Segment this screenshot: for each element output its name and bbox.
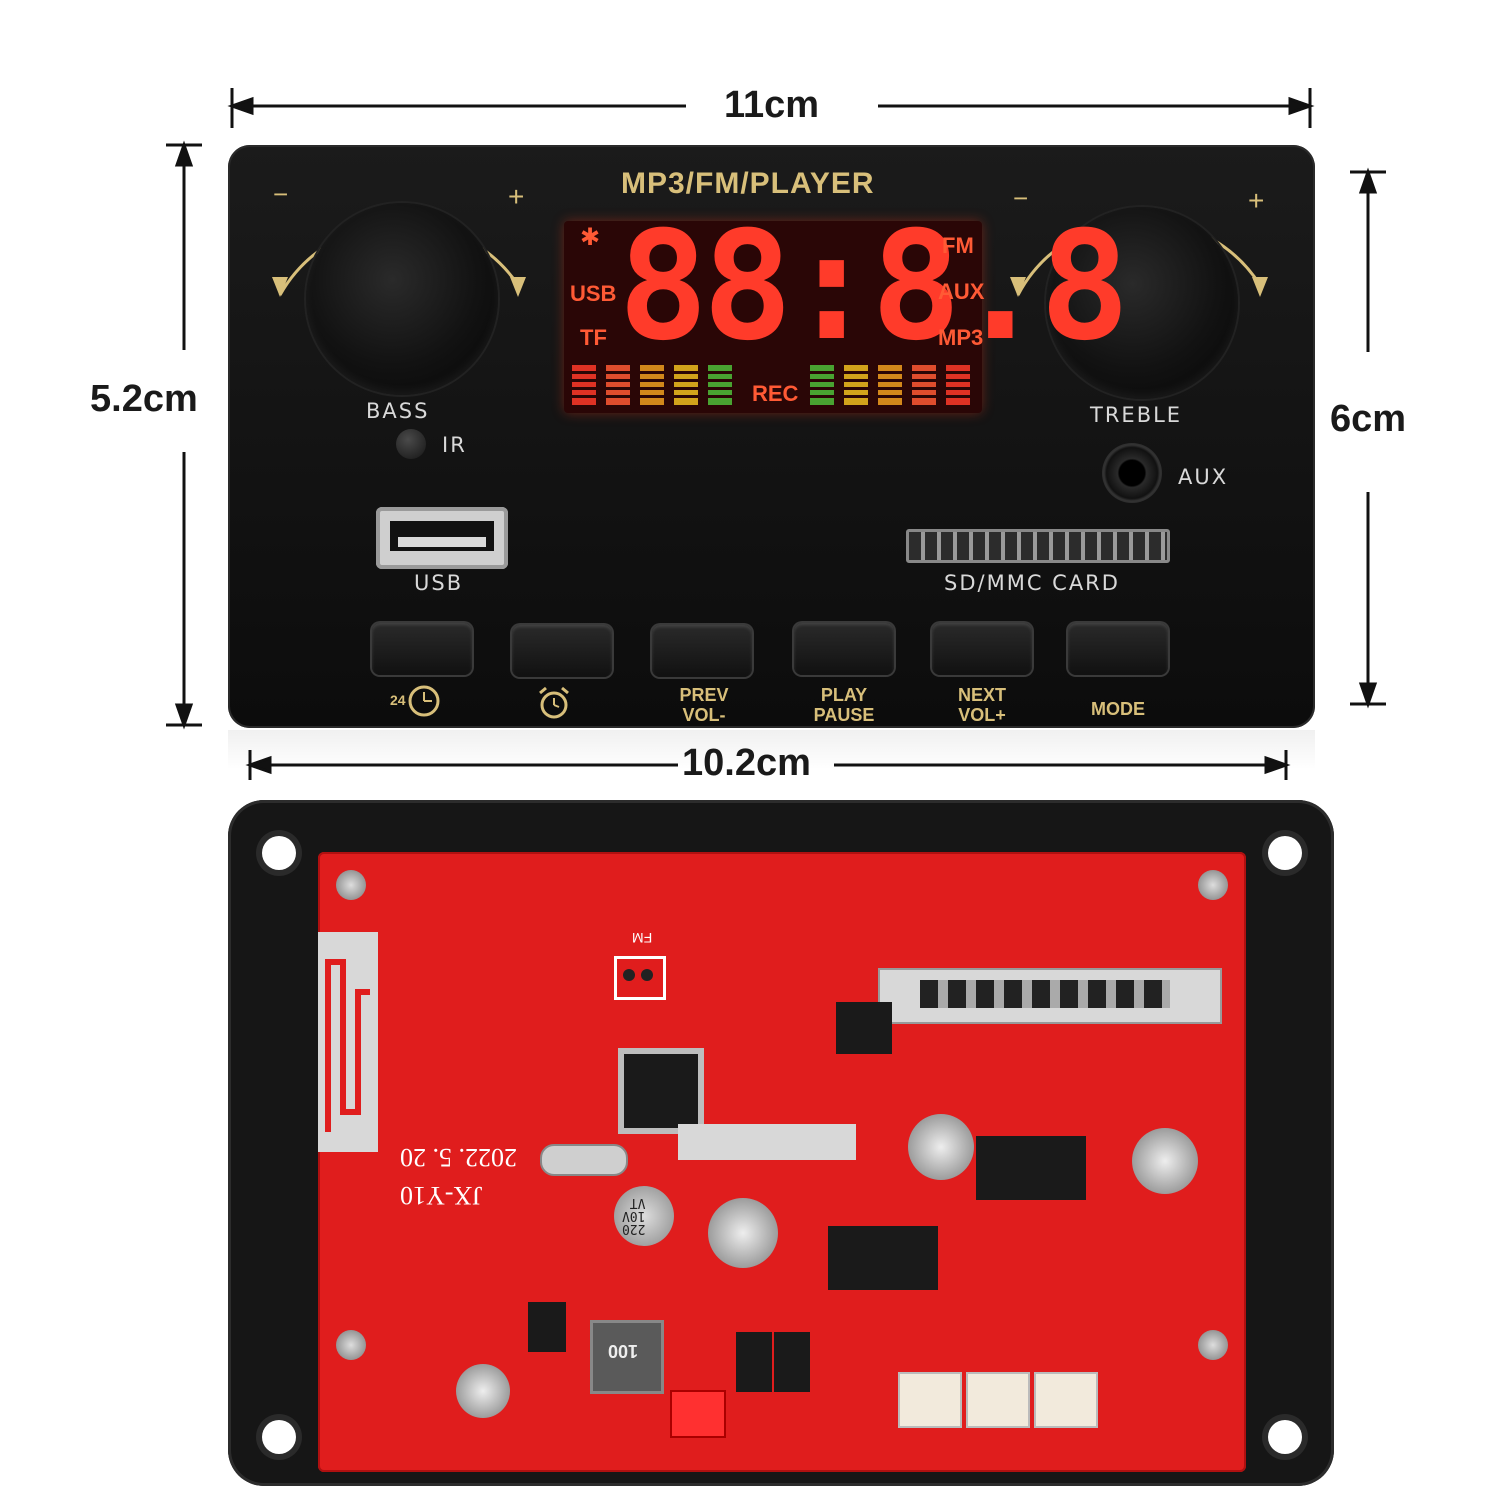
bottom-width-label: 10.2cm xyxy=(682,742,811,785)
front-panel: MP3/FM/PLAYER − + − + BASS TREBLE IR AUX… xyxy=(228,145,1315,728)
bass-plus: + xyxy=(508,181,525,212)
pcb-board: FM 220 10V VT 100 2022. 5. xyxy=(318,852,1246,1472)
amp-ic-2 xyxy=(828,1226,938,1290)
sd-socket xyxy=(878,968,1222,1024)
capacitor-3 xyxy=(908,1114,974,1180)
inductor xyxy=(590,1320,664,1394)
clock-24h-button[interactable] xyxy=(372,623,472,675)
usb-label: USB xyxy=(414,571,464,595)
lcd-digits: 88:8.8 xyxy=(618,200,1130,374)
left-height-label: 5.2cm xyxy=(90,378,198,420)
capacitor-220uf xyxy=(614,1186,674,1246)
lcd-fm-indicator: FM xyxy=(942,233,974,258)
aux-jack[interactable] xyxy=(1102,443,1162,503)
right-height-label: 6cm xyxy=(1330,398,1407,440)
speaker-connector-1 xyxy=(898,1372,962,1428)
fm-connector xyxy=(614,956,666,1000)
prev-vol-label: PREV VOL- xyxy=(679,685,729,725)
left-height-arrow xyxy=(166,140,202,730)
bluetooth-icon: ✱ xyxy=(580,224,601,251)
screw-top-right xyxy=(1198,870,1228,900)
mount-hole-top-left xyxy=(262,836,296,870)
main-ic-chip xyxy=(618,1048,704,1134)
sd-label: SD/MMC CARD xyxy=(944,571,1120,595)
lcd-mp3-indicator: MP3 xyxy=(938,325,984,350)
amp-ic-1 xyxy=(976,1136,1086,1200)
ic-u1 xyxy=(836,1002,892,1054)
crystal-oscillator xyxy=(540,1144,628,1176)
antenna-trace xyxy=(318,932,378,1152)
next-vol-label: NEXT VOL+ xyxy=(957,685,1006,725)
lcd-tf-indicator: TF xyxy=(580,325,607,350)
bass-label: BASS xyxy=(366,399,430,423)
lcd-usb-indicator: USB xyxy=(570,281,617,306)
capacitor-4 xyxy=(1132,1128,1198,1194)
speaker-connector-3 xyxy=(1034,1372,1098,1428)
bass-minus: − xyxy=(273,179,289,209)
pcb-model-silkscreen: JX-Y10 xyxy=(400,1181,483,1210)
pcb-date-silkscreen: 2022. 5. 20 xyxy=(400,1143,517,1172)
pin-header xyxy=(678,1124,856,1160)
screw-top-left xyxy=(336,870,366,900)
treble-minus: − xyxy=(1013,183,1029,213)
screw-bottom-right xyxy=(1198,1330,1228,1360)
top-width-arrow xyxy=(227,88,1315,128)
capacitor-2 xyxy=(708,1198,778,1268)
spectrum-bars xyxy=(564,365,982,405)
power-connector xyxy=(670,1390,726,1438)
play-pause-label: PLAY PAUSE xyxy=(813,685,875,725)
rear-frame: FM 220 10V VT 100 2022. 5. xyxy=(228,800,1334,1486)
panel-reflection xyxy=(228,730,1315,770)
lcd-display: ✱ USB TF 88:8.8 FM AUX MP3 xyxy=(564,207,1130,413)
diode-1 xyxy=(736,1332,772,1392)
usb-port[interactable] xyxy=(376,507,508,569)
diode-2 xyxy=(774,1332,810,1392)
treble-label: TREBLE xyxy=(1090,403,1183,427)
mount-hole-bottom-left xyxy=(262,1420,296,1454)
treble-knob[interactable] xyxy=(1046,207,1238,399)
clock-24h-icon: 24 xyxy=(390,685,440,717)
regulator-ic xyxy=(528,1302,566,1352)
panel-title: MP3/FM/PLAYER xyxy=(621,167,875,200)
capacitor-label: 220 10V VT xyxy=(622,1195,646,1236)
speaker-connector-2 xyxy=(966,1372,1030,1428)
bottom-width-arrow xyxy=(245,750,1291,780)
mode-button[interactable] xyxy=(1068,623,1168,675)
capacitor-5 xyxy=(456,1364,510,1418)
aux-label: AUX xyxy=(1178,465,1229,489)
next-vol-up-button[interactable] xyxy=(932,623,1032,675)
prev-vol-down-button[interactable] xyxy=(652,625,752,677)
inductor-label: 100 xyxy=(608,1341,639,1361)
ir-label: IR xyxy=(442,433,467,457)
mode-label: MODE xyxy=(1091,699,1145,719)
lcd-aux-indicator: AUX xyxy=(938,279,985,304)
right-height-arrow xyxy=(1350,167,1386,709)
svg-text:24: 24 xyxy=(390,692,406,708)
screw-bottom-left xyxy=(336,1330,366,1360)
sd-card-slot[interactable] xyxy=(906,529,1170,563)
play-pause-button[interactable] xyxy=(794,623,894,675)
mount-hole-bottom-right xyxy=(1268,1420,1302,1454)
bass-knob[interactable] xyxy=(306,203,498,395)
mount-hole-top-right xyxy=(1268,836,1302,870)
lcd-rec-indicator: REC xyxy=(752,381,799,406)
fm-silkscreen: FM xyxy=(632,930,653,946)
ir-sensor-icon xyxy=(396,429,426,459)
alarm-clock-icon xyxy=(539,686,569,719)
alarm-button[interactable] xyxy=(512,625,612,677)
top-width-label: 11cm xyxy=(724,84,820,126)
treble-plus: + xyxy=(1248,185,1265,216)
